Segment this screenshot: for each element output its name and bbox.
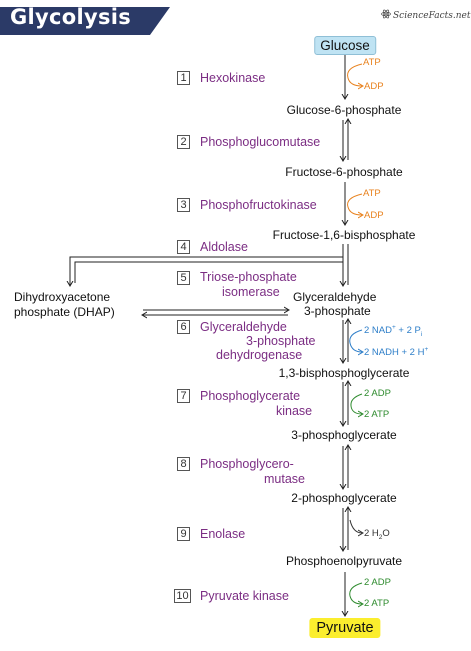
enzyme-aldolase: Aldolase <box>200 240 248 254</box>
cofactor-step7-atp: 2 ATP <box>364 409 390 420</box>
step-number-9: 9 <box>177 527 190 541</box>
enzyme-step7-line2: kinase <box>276 404 313 418</box>
enzyme-step7-line1: Phosphoglycerate <box>200 389 301 403</box>
step-number-6: 6 <box>177 320 190 334</box>
cofactor-step1-atp: ATP <box>363 57 381 68</box>
step9-cofactor-curve <box>349 519 362 533</box>
enzyme-hexokinase: Hexokinase <box>200 71 266 85</box>
enzyme-step5-line1: Triose-phosphate <box>200 270 297 284</box>
molecule-2-phosphoglycerate: 2-phosphoglycerate <box>291 491 397 505</box>
brand-logo: ScienceFacts.net <box>393 11 471 21</box>
step-number-7: 7 <box>177 389 190 403</box>
step1-cofactor-curve <box>347 63 362 86</box>
enzyme-step6-line2: 3-phosphate <box>246 334 316 348</box>
enzyme-phosphoglucomutase: Phosphoglucomutase <box>200 135 321 149</box>
step10-cofactor-curve <box>349 582 362 604</box>
enzyme-step6-line1: Glyceraldehyde <box>200 320 287 334</box>
cofactor-step6-nad-in: 2 NAD+ + 2 Pi <box>364 324 423 339</box>
enzyme-pyruvate-kinase: Pyruvate kinase <box>200 589 289 603</box>
molecule-fructose-1-6-bisphosphate: Fructose-1,6-bisphosphate <box>272 228 416 242</box>
molecule-fructose-6-phosphate: Fructose-6-phosphate <box>285 165 403 179</box>
molecule-phosphoenolpyruvate: Phosphoenolpyruvate <box>285 554 403 568</box>
cofactor-step3-atp: ATP <box>363 188 381 199</box>
cofactor-step7-adp: 2 ADP <box>364 388 391 399</box>
step6-cofactor-curve <box>349 329 362 352</box>
step-number-3: 3 <box>177 198 190 212</box>
cofactor-step10-adp: 2 ADP <box>364 577 391 588</box>
molecule-glucose-6-phosphate: Glucose-6-phosphate <box>286 103 402 117</box>
cofactor-step3-adp: ADP <box>364 210 384 221</box>
cofactor-step6-nadh-out: 2 NADH + 2 H+ <box>364 346 429 359</box>
molecule-dhap-line2: phosphate (DHAP) <box>14 305 115 319</box>
step-number-1: 1 <box>177 71 190 85</box>
cofactor-step9-water: 2 H2O <box>364 528 390 541</box>
enzyme-step5-line2: isomerase <box>222 285 280 299</box>
enzyme-step6-line3: dehydrogenase <box>216 348 303 362</box>
step-number-5: 5 <box>177 271 190 285</box>
enzyme-enolase: Enolase <box>200 527 246 541</box>
step-number-10: 10 <box>174 589 191 603</box>
molecule-dhap-line1: Dihydroxyacetone <box>14 290 111 304</box>
molecule-g3p-line1: Glyceraldehyde <box>293 290 377 304</box>
molecule-1-3-bisphosphoglycerate: 1,3-bisphosphoglycerate <box>278 366 410 380</box>
step-number-2: 2 <box>177 135 190 149</box>
dhap-branch-outer <box>70 256 343 285</box>
cofactor-step10-atp: 2 ATP <box>364 598 390 609</box>
molecule-pyruvate: Pyruvate <box>309 618 381 638</box>
title-banner <box>0 7 170 35</box>
molecule-glucose: Glucose <box>314 36 376 55</box>
dhap-branch-inner <box>74 261 343 283</box>
step7-cofactor-curve <box>350 393 362 414</box>
enzyme-step8-line1: Phosphoglycero- <box>200 457 294 471</box>
molecule-g3p-line2: 3-phosphate <box>304 304 371 318</box>
atom-icon <box>381 9 391 19</box>
molecule-3-phosphoglycerate: 3-phosphoglycerate <box>291 428 397 442</box>
enzyme-phosphofructokinase: Phosphofructokinase <box>200 198 317 212</box>
enzyme-step8-line2: mutase <box>264 472 305 486</box>
page-title: Glycolysis <box>10 5 132 29</box>
step-number-4: 4 <box>177 240 190 254</box>
step-number-8: 8 <box>177 457 190 471</box>
step3-cofactor-curve <box>347 193 362 215</box>
cofactor-step1-adp: ADP <box>364 81 384 92</box>
